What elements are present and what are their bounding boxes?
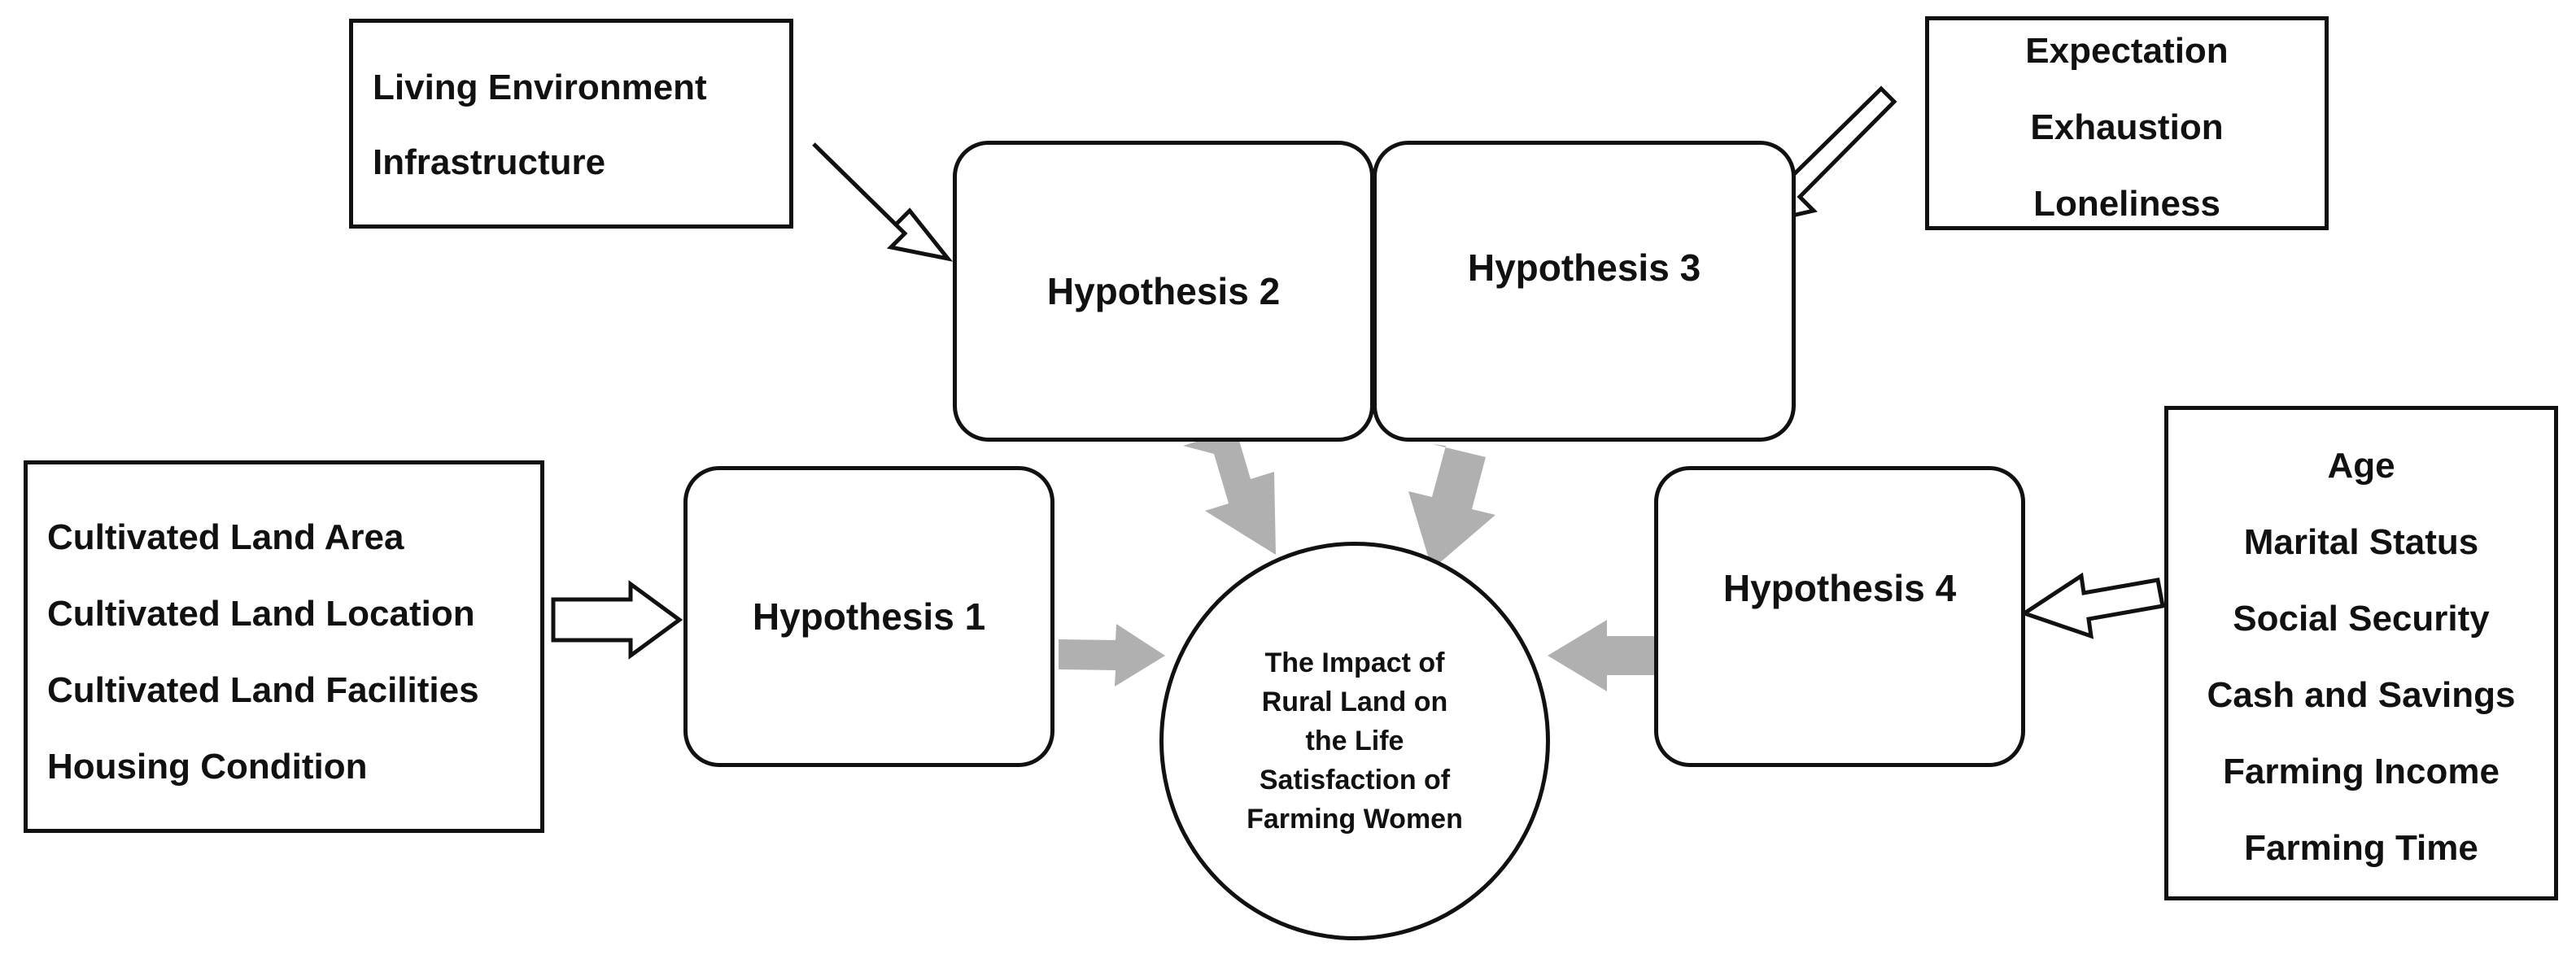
factor-box-psychological: Expectation Exhaustion Loneliness [1925,16,2329,230]
hypothesis-label: Hypothesis 2 [1046,270,1281,312]
factor-item: Loneliness [2033,184,2220,224]
factor-item: Cultivated Land Location [47,594,475,634]
hypothesis-4-box: Hypothesis 4 [1654,466,2025,767]
arrow-personal-to-hypothesis-4 [2019,572,2165,639]
factor-item: Farming Income [2223,752,2500,791]
hypothesis-label: Hypothesis 1 [752,595,986,638]
arrow-hypothesis-2-to-outcome [1183,429,1276,555]
outcome-text-line: Farming Women [1247,804,1463,835]
factor-box-personal: Age Marital Status Social Security Cash … [2164,406,2558,900]
factor-box-living-environment: Living Environment Infrastructure [349,19,793,229]
outcome-text-line: Rural Land on [1261,687,1448,717]
factor-item: Cultivated Land Facilities [47,670,479,710]
arrow-hypothesis-4-to-outcome [1548,620,1655,691]
hypothesis-label: Hypothesis 3 [1467,246,1701,289]
outcome-text-line: the Life [1305,726,1404,756]
outcome-text-line: Satisfaction of [1259,765,1451,796]
factor-item: Housing Condition [47,747,368,787]
hypothesis-1-box: Hypothesis 1 [683,466,1054,767]
outcome-circle: The Impact of Rural Land on the Life Sat… [1159,542,1550,940]
hypothesis-3-box: Hypothesis 3 [1373,141,1796,442]
factor-item: Living Environment [373,68,707,107]
hypothesis-label: Hypothesis 4 [1722,567,1957,609]
factor-item: Age [2327,446,2395,486]
factor-item: Social Security [2233,599,2490,639]
factor-item: Marital Status [2243,522,2479,562]
factor-box-land: Cultivated Land Area Cultivated Land Loc… [24,460,544,833]
factor-item: Infrastructure [373,142,606,182]
factor-item: Exhaustion [2030,107,2224,147]
hypothesis-2-box: Hypothesis 2 [953,141,1374,442]
factor-item: Cash and Savings [2207,675,2516,715]
factor-item: Cultivated Land Area [47,517,404,557]
factor-item: Expectation [2025,31,2229,71]
outcome-text-line: The Impact of [1264,647,1445,678]
arrow-living-to-hypothesis-2 [812,142,954,262]
arrow-hypothesis-3-to-outcome [1408,444,1495,569]
arrow-hypothesis-1-to-outcome [1059,624,1165,687]
factor-item: Farming Time [2244,828,2478,868]
arrow-land-to-hypothesis-1 [551,580,683,660]
